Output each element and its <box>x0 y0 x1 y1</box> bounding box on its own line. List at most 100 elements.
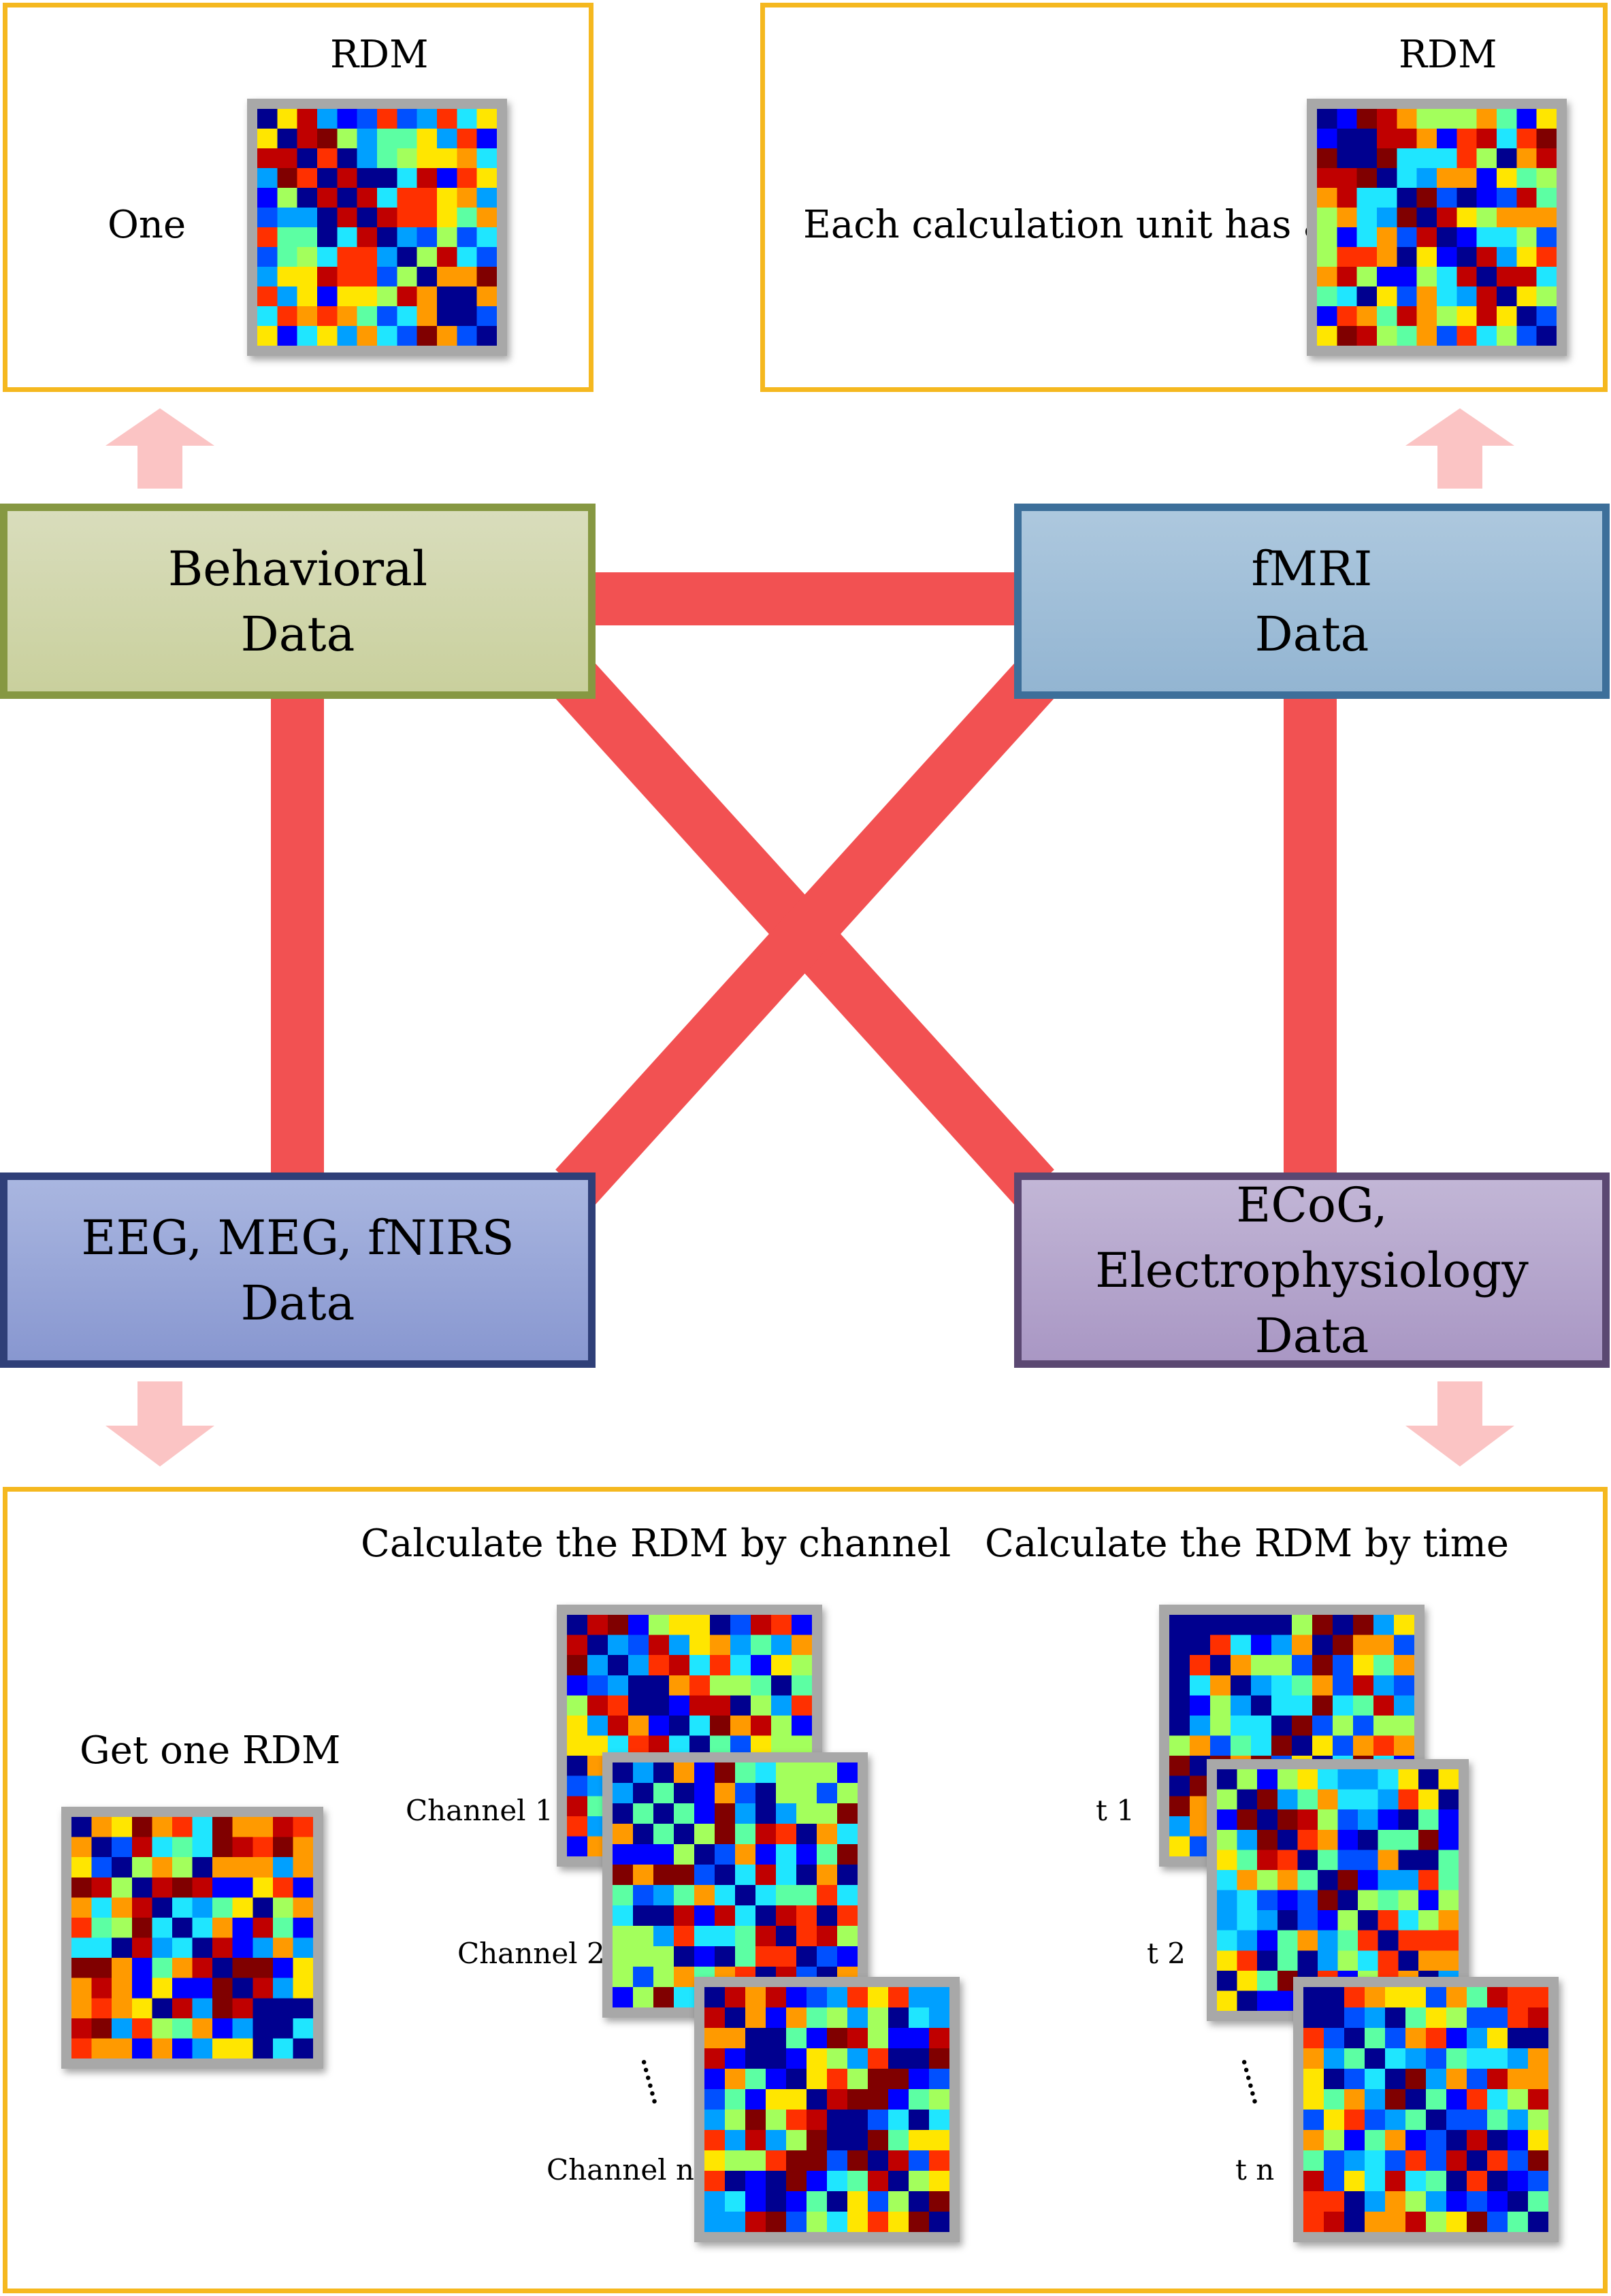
rdm-cell <box>377 129 397 148</box>
rdm-cell <box>1467 2089 1487 2110</box>
channel-label: Channel n <box>547 2153 695 2186</box>
rdm-cell <box>776 1844 796 1865</box>
rdm-cell <box>457 168 477 188</box>
rdm-cell <box>1231 1715 1251 1736</box>
rdm-cell <box>212 1978 233 1999</box>
rdm-cell <box>1536 227 1557 247</box>
rdm-cell <box>653 1844 674 1865</box>
rdm-cell <box>1337 286 1357 306</box>
rdm-cell <box>192 1998 213 2018</box>
rdm-matrix-icon <box>61 1807 323 2069</box>
rdm-cell <box>1528 2007 1548 2028</box>
rdm-cell <box>1437 208 1457 227</box>
rdm-cell <box>112 1958 132 1978</box>
get-one-rdm-label: Get one RDM <box>80 1728 341 1773</box>
rdm-cell <box>397 168 417 188</box>
rdm-cell <box>1344 2069 1365 2089</box>
rdm-cell <box>112 1917 132 1938</box>
rdm-cell <box>1344 1987 1365 2007</box>
rdm-cell <box>1467 2191 1487 2212</box>
rdm-cell <box>730 1675 751 1696</box>
rdm-cell <box>253 1917 273 1938</box>
rdm-cell <box>567 1635 587 1656</box>
rdm-cell <box>1337 1890 1358 1911</box>
rdm-cell <box>888 2110 909 2130</box>
fmri-data-box: fMRI Data <box>1014 504 1610 699</box>
rdm-cell <box>689 1655 710 1675</box>
rdm-cell <box>337 227 357 247</box>
rdm-cell <box>847 2048 868 2069</box>
rdm-cell <box>674 1803 694 1824</box>
rdm-cell <box>730 1695 751 1716</box>
rdm-cell <box>437 326 457 346</box>
rdm-cell <box>1497 306 1517 326</box>
rdm-cell <box>1394 1635 1414 1656</box>
rdm-cell <box>1385 2150 1405 2171</box>
rdm-cell <box>377 109 397 129</box>
rdm-cell <box>715 1865 735 1885</box>
rdm-cell <box>786 2110 807 2130</box>
rdm-cell <box>1467 2007 1487 2028</box>
rdm-cell <box>71 1958 92 1978</box>
rdm-cell <box>1467 2069 1487 2089</box>
rdm-cell <box>847 2150 868 2171</box>
rdm-cell <box>257 227 278 247</box>
rdm-cell <box>847 2028 868 2048</box>
rdm-cell <box>608 1675 628 1696</box>
rdm-cell <box>192 1817 213 1837</box>
arrow-down-icon <box>105 1381 214 1466</box>
rdm-cell <box>71 1917 92 1938</box>
rdm-cell <box>1487 2089 1508 2110</box>
rdm-cell <box>1476 109 1497 129</box>
rdm-cell <box>653 1803 674 1824</box>
rdm-cell <box>277 188 297 208</box>
rdm-cell <box>1337 306 1357 326</box>
rdm-cell <box>1398 1850 1418 1870</box>
rdm-cell <box>1303 2212 1324 2232</box>
rdm-cell <box>1324 2048 1344 2069</box>
rdm-cell <box>1251 1695 1271 1716</box>
rdm-cell <box>649 1695 669 1716</box>
rdm-cell <box>91 1978 112 1999</box>
rdm-cell <box>735 1844 755 1865</box>
rdm-cell <box>1377 188 1397 208</box>
rdm-cell <box>587 1695 608 1716</box>
rdm-cell <box>704 2048 725 2069</box>
rdm-cell <box>817 1865 837 1885</box>
box-line: Data <box>1254 606 1369 662</box>
rdm-cell <box>755 1885 776 1905</box>
rdm-cell <box>457 188 477 208</box>
rdm-cell <box>476 148 497 168</box>
rdm-cell <box>317 208 338 227</box>
rdm-cell <box>837 1824 858 1844</box>
rdm-cell <box>608 1635 628 1656</box>
rdm-cell <box>1373 1615 1394 1635</box>
rdm-cell <box>776 1824 796 1844</box>
rdm-cell <box>1457 247 1477 267</box>
rdm-cell <box>1324 2191 1344 2212</box>
rdm-cell <box>628 1715 649 1736</box>
rdm-cell <box>1385 2007 1405 2028</box>
rdm-cell <box>212 1958 233 1978</box>
rdm-cell <box>1516 286 1537 306</box>
rdm-cell <box>766 2007 786 2028</box>
rdm-cell <box>1317 1910 1338 1931</box>
rdm-cell <box>152 1937 172 1958</box>
rdm-cell <box>357 227 377 247</box>
rdm-cell <box>1446 2212 1467 2232</box>
rdm-cell <box>567 1675 587 1696</box>
rdm-cell <box>776 1783 796 1803</box>
rdm-cell <box>1292 1735 1312 1756</box>
rdm-cell <box>232 1917 253 1938</box>
rdm-cell <box>1337 1850 1358 1870</box>
rdm-cell <box>1365 2007 1385 2028</box>
rdm-cell <box>437 227 457 247</box>
rdm-cell <box>1257 1789 1278 1810</box>
rdm-cell <box>1337 188 1357 208</box>
rdm-cell <box>1446 1987 1467 2007</box>
rdm-cell <box>397 109 417 129</box>
rdm-cell <box>1217 1850 1237 1870</box>
rdm-cell <box>1257 1910 1278 1931</box>
rdm-cell <box>317 227 338 247</box>
rdm-cell <box>796 1844 817 1865</box>
